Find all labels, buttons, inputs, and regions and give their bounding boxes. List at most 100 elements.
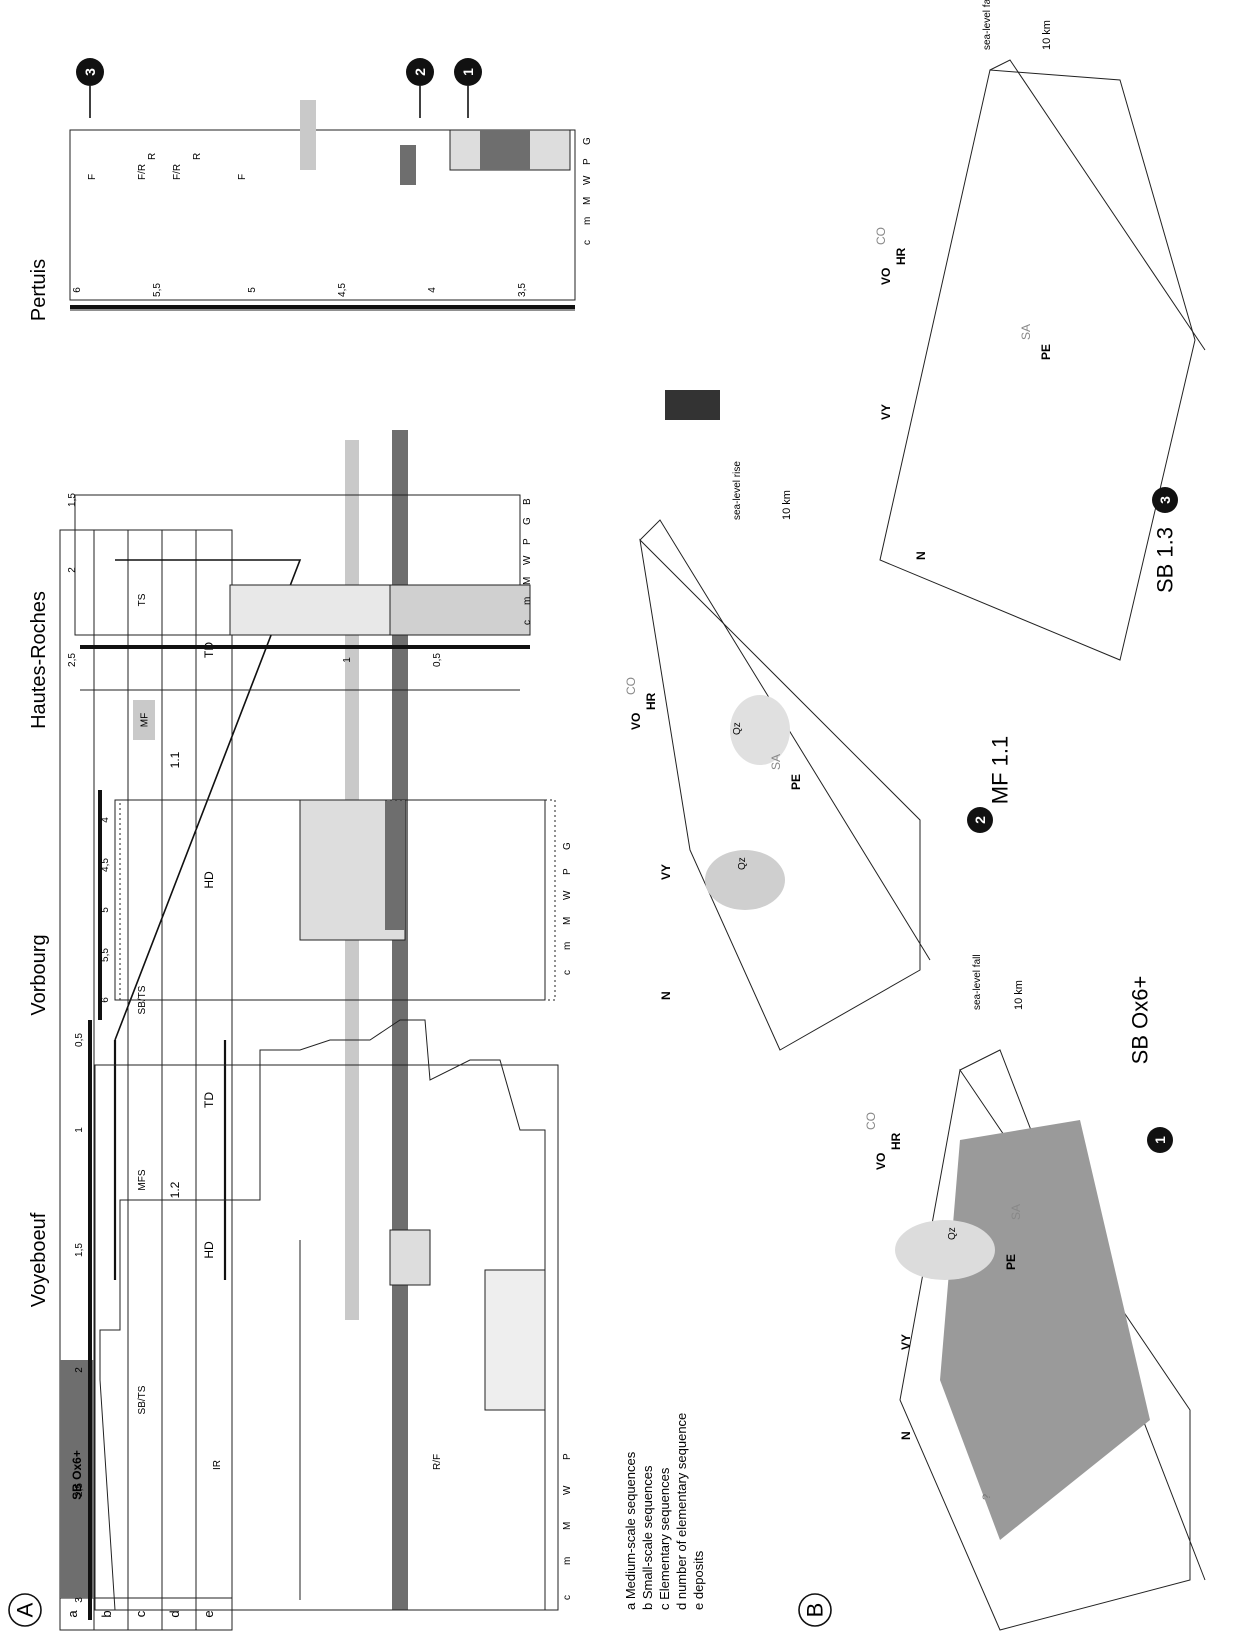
vorbourg-scale-bar [98, 790, 102, 1020]
block-3-caption: SB 1.3 [1153, 527, 1178, 593]
pertuis-facies-G: G [582, 137, 593, 145]
block-diagram-3: SB 1.3 3 sea-level fall 10 km N VY PE SA… [874, 0, 1206, 661]
legend-item-a: a Medium-scale sequences [623, 1451, 638, 1610]
pertuis-annotation-fr-2: F/R [172, 164, 183, 180]
block-2-light-zone [730, 695, 790, 765]
hautes-roches-scale-1-5: 1,5 [67, 493, 78, 507]
block-1-site-co: CO [864, 1112, 878, 1130]
voyeboeuf-scale-2: 2 [74, 1367, 85, 1373]
vorbourg-scale-6: 6 [100, 997, 111, 1003]
panel-a-label: A [13, 1602, 38, 1617]
block-1-dark-zone [940, 1120, 1150, 1540]
block-3-site-vy: VY [879, 404, 893, 420]
hautes-roches-facies-B: B [522, 498, 533, 505]
block-1-number: 1 [1152, 1136, 1168, 1144]
pertuis-annotation-f-2: F [237, 174, 248, 180]
block-2-qz-1: Qz [737, 857, 748, 870]
block-2-outline [639, 538, 921, 1051]
block-3-rim [989, 59, 1206, 351]
block-2-site-hr: HR [644, 692, 658, 710]
legend-item-d: d number of elementary sequence [674, 1413, 689, 1610]
pertuis-scale-bar [70, 305, 575, 309]
block-1-site-vo: VO [874, 1153, 888, 1170]
block-3-site-sa: SA [1019, 324, 1033, 340]
voyeboeuf-facies-M: M [562, 1522, 573, 1530]
block-2-number: 2 [972, 816, 988, 824]
block-2-scale: 10 km [781, 490, 793, 520]
vorbourg-facies-M: M [562, 917, 573, 925]
legend-table-frame [59, 529, 233, 1631]
vorbourg-scale-4-5: 4,5 [100, 858, 111, 872]
voyeboeuf-facies-c: c [562, 1595, 573, 1600]
entry-td: TD [202, 642, 216, 658]
block-2-site-co: CO [624, 677, 638, 695]
block-2-site-sa: SA [769, 754, 783, 770]
vorbourg-sb-bed [385, 800, 405, 930]
block-2-number-circle [967, 807, 993, 833]
pertuis-annotation-r: R [147, 153, 158, 160]
vorbourg-scale-5: 5 [100, 907, 111, 913]
legend-col-b: b [99, 1610, 114, 1617]
voyeboeuf-scale-3: 3 [74, 1597, 85, 1603]
block-2-rim [639, 519, 931, 961]
hautes-roches-base-bed [389, 584, 531, 636]
marker-2-label: 2 [412, 68, 428, 76]
block-1-site-sa: SA [1009, 1204, 1023, 1220]
block-2-site-pe: PE [789, 774, 803, 790]
voyeboeuf-facies-P: P [562, 1453, 573, 1460]
pertuis-annotation-f: F [87, 174, 98, 180]
legend-col-a: a [65, 1610, 80, 1618]
section-vorbourg: 6 5,5 5 4,5 4 c m M W P G [98, 790, 573, 1020]
section-title-pertuis: Pertuis [28, 259, 50, 321]
hautes-roches-scale-1: 1 [342, 657, 353, 663]
block-3-site-vo: VO [879, 268, 893, 285]
block-3-scale: 10 km [1041, 20, 1053, 50]
entry-mfs: MFS [137, 1169, 148, 1190]
block-1-site-vy: VY [899, 1334, 913, 1350]
voyeboeuf-scale-2-5: 2,5 [74, 1483, 85, 1497]
voyeboeuf-profile [99, 1019, 546, 1611]
voyeboeuf-facies-frame [94, 1064, 559, 1611]
marker-1-label: 1 [460, 68, 476, 76]
block-1-north: N [899, 1431, 913, 1440]
pertuis-mf-marker [300, 100, 316, 170]
hautes-roches-facies-c: c [522, 620, 533, 625]
panel-a-label-circle [8, 1593, 42, 1627]
block-1-light-zone [895, 1220, 995, 1280]
pertuis-sb-marker [400, 145, 416, 185]
section-pertuis: 6 5,5 5 4,5 4 3,5 c m M W P G F F/R F/R … [69, 58, 593, 311]
block-2-site-vy: VY [659, 864, 673, 880]
voyeboeuf-facies-W: W [562, 1485, 573, 1495]
entry-td-top: TD [202, 1092, 216, 1108]
hautes-roches-facies-W: W [522, 555, 533, 565]
block-3-outline [879, 69, 1196, 661]
hautes-roches-scale-2: 2 [67, 567, 78, 573]
panel-b: B SB Ox6+ 1 sea-level fall 10 km N VY PE… [624, 0, 1206, 1631]
entry-sb-ts-top: SB/TS [137, 1385, 148, 1414]
block-1-qz: Qz [947, 1227, 958, 1240]
entry-ts: TS [137, 593, 148, 606]
panel-b-label: B [803, 1603, 828, 1618]
marker-2 [406, 58, 434, 86]
voyeboeuf-base-bed [484, 1269, 546, 1411]
hautes-roches-scale-0-5: 0,5 [432, 653, 443, 667]
hautes-roches-dark-marker [665, 390, 720, 420]
vorbourg-facies-G: G [562, 842, 573, 850]
section-title-vorbourg: Vorbourg [28, 934, 50, 1015]
legend-text: a Medium-scale sequences b Small-scale s… [623, 1413, 706, 1610]
block-2-caption: MF 1.1 [988, 736, 1013, 804]
block-2-qz-zone [705, 850, 785, 910]
legend-col-c: c [133, 1610, 148, 1617]
pertuis-facies-W: W [582, 175, 593, 185]
mf-box [133, 700, 155, 740]
legend-col-d: d [167, 1610, 182, 1617]
pertuis-facies-M: M [582, 197, 593, 205]
pertuis-annotation-r-2: R [192, 153, 203, 160]
vorbourg-scale-5-5: 5,5 [100, 948, 111, 962]
hautes-roches-facies-M: M [522, 577, 533, 585]
marker-3-label: 3 [82, 68, 98, 76]
block-3-sea-level: sea-level fall [982, 0, 993, 50]
vorbourg-facies-frame [119, 799, 556, 1001]
legend-table: a b c d e SB Ox6+ SB/TS MFS SB/TS MF TS … [59, 529, 233, 1631]
legend-col-e: e [201, 1610, 216, 1617]
